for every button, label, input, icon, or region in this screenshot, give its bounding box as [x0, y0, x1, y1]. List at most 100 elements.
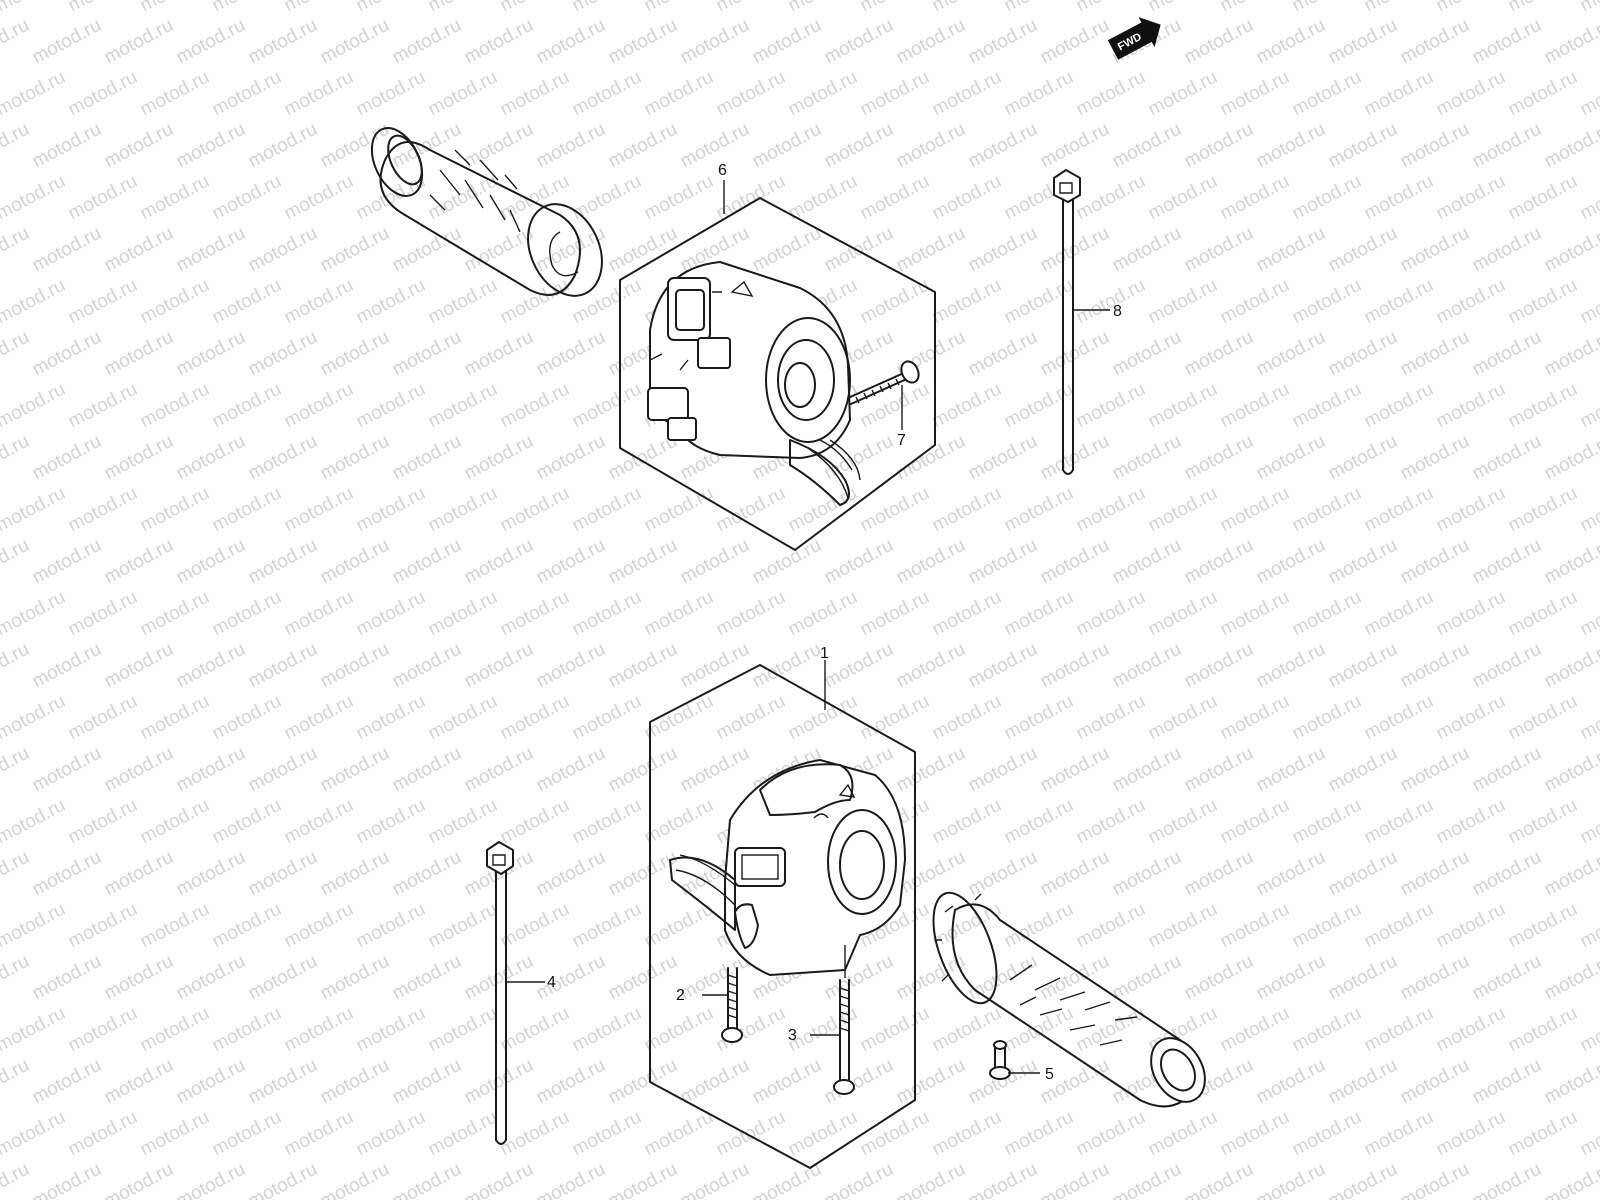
watermark-text: motod.ru	[857, 1003, 933, 1057]
watermark-text: motod.ru	[245, 847, 321, 901]
watermark-text: motod.ru	[569, 67, 645, 121]
watermark-text: motod.ru	[857, 1107, 933, 1161]
left-switch-housing	[647, 261, 861, 506]
watermark-text: motod.ru	[929, 379, 1005, 433]
watermark-text: motod.ru	[1253, 1055, 1329, 1109]
watermark-text: motod.ru	[65, 691, 141, 745]
watermark-text: motod.ru	[425, 67, 501, 121]
watermark-text: motod.ru	[497, 67, 573, 121]
watermark-text: motod.ru	[65, 1003, 141, 1057]
callout-5: 5	[1045, 1066, 1054, 1083]
fwd-arrow-icon: FWD	[1107, 17, 1161, 60]
watermark-text: motod.ru	[317, 1055, 393, 1109]
watermark-text: motod.ru	[1001, 67, 1077, 121]
watermark-text: motod.ru	[965, 951, 1041, 1005]
watermark-text: motod.ru	[353, 483, 429, 537]
watermark-text: motod.ru	[929, 275, 1005, 329]
watermark-text: motod.ru	[209, 0, 285, 16]
watermark-text: motod.ru	[245, 639, 321, 693]
watermark-text: motod.ru	[1577, 795, 1600, 849]
watermark-text: motod.ru	[1325, 15, 1401, 69]
watermark-text: motod.ru	[1037, 743, 1113, 797]
watermark-text: motod.ru	[461, 431, 537, 485]
watermark-text: motod.ru	[137, 1003, 213, 1057]
watermark-text: motod.ru	[605, 15, 681, 69]
watermark-text: motod.ru	[1181, 15, 1257, 69]
watermark-text: motod.ru	[173, 327, 249, 381]
watermark-text: motod.ru	[1181, 847, 1257, 901]
watermark-text: motod.ru	[641, 587, 717, 641]
watermark-text: motod.ru	[1253, 639, 1329, 693]
watermark-text: motod.ru	[0, 171, 69, 225]
watermark-text: motod.ru	[1217, 691, 1293, 745]
watermark-text: motod.ru	[785, 1107, 861, 1161]
watermark-text: motod.ru	[605, 535, 681, 589]
watermark-text: motod.ru	[1001, 795, 1077, 849]
watermark-text: motod.ru	[965, 119, 1041, 173]
watermark-text: motod.ru	[353, 691, 429, 745]
watermark-text: motod.ru	[857, 275, 933, 329]
watermark-text: motod.ru	[353, 67, 429, 121]
watermark-text: motod.ru	[1145, 1107, 1221, 1161]
watermark-text: motod.ru	[1073, 691, 1149, 745]
watermark-text: motod.ru	[533, 535, 609, 589]
watermark-text: motod.ru	[1145, 899, 1221, 953]
watermark-text: motod.ru	[641, 1107, 717, 1161]
watermark-text: motod.ru	[569, 795, 645, 849]
watermark-text: motod.ru	[1433, 691, 1509, 745]
watermark-text: motod.ru	[1109, 1159, 1185, 1200]
watermark-text: motod.ru	[461, 119, 537, 173]
watermark-text: motod.ru	[461, 223, 537, 277]
callout-4: 4	[547, 974, 556, 991]
watermark-text: motod.ru	[1397, 119, 1473, 173]
watermark-text: motod.ru	[1073, 587, 1149, 641]
watermark-text: motod.ru	[677, 535, 753, 589]
watermark-text: motod.ru	[1433, 0, 1509, 16]
watermark-text: motod.ru	[533, 1055, 609, 1109]
watermark-text: motod.ru	[281, 587, 357, 641]
watermark-text: motod.ru	[1181, 951, 1257, 1005]
watermark-text: motod.ru	[533, 639, 609, 693]
watermark-text: motod.ru	[749, 1055, 825, 1109]
watermark-text: motod.ru	[1289, 171, 1365, 225]
watermark-text: motod.ru	[29, 431, 105, 485]
watermark-text: motod.ru	[389, 743, 465, 797]
watermark-text: motod.ru	[1037, 639, 1113, 693]
watermark-text: motod.ru	[389, 431, 465, 485]
watermark-text: motod.ru	[101, 223, 177, 277]
watermark-text: motod.ru	[533, 223, 609, 277]
watermark-text: motod.ru	[461, 15, 537, 69]
watermark-text: motod.ru	[857, 691, 933, 745]
watermark-text: motod.ru	[677, 951, 753, 1005]
watermark-text: motod.ru	[0, 899, 69, 953]
watermark-text: motod.ru	[1037, 1159, 1113, 1200]
watermark-text: motod.ru	[317, 639, 393, 693]
watermark-text: motod.ru	[461, 535, 537, 589]
watermark-text: motod.ru	[245, 951, 321, 1005]
watermark-text: motod.ru	[1469, 535, 1545, 589]
watermark-text: motod.ru	[1109, 847, 1185, 901]
watermark-text: motod.ru	[0, 0, 69, 16]
watermark-text: motod.ru	[1145, 0, 1221, 16]
watermark-text: motod.ru	[1253, 951, 1329, 1005]
watermark-text: motod.ru	[1577, 587, 1600, 641]
watermark-text: motod.ru	[173, 847, 249, 901]
callout-7: 7	[897, 432, 906, 449]
watermark-text: motod.ru	[0, 1055, 33, 1109]
watermark-text: motod.ru	[209, 899, 285, 953]
watermark-text: motod.ru	[137, 691, 213, 745]
watermark-text: motod.ru	[173, 1159, 249, 1200]
watermark-text: motod.ru	[317, 951, 393, 1005]
watermark-text: motod.ru	[209, 1003, 285, 1057]
watermark-text: motod.ru	[1253, 15, 1329, 69]
watermark-text: motod.ru	[569, 587, 645, 641]
watermark-text: motod.ru	[389, 1159, 465, 1200]
watermark-text: motod.ru	[1325, 1055, 1401, 1109]
watermark-text: motod.ru	[101, 743, 177, 797]
watermark-text: motod.ru	[785, 691, 861, 745]
watermark-text: motod.ru	[1361, 1003, 1437, 1057]
watermark-text: motod.ru	[281, 67, 357, 121]
watermark-text: motod.ru	[1433, 379, 1509, 433]
watermark-text: motod.ru	[1433, 275, 1509, 329]
watermark-text: motod.ru	[1505, 171, 1581, 225]
